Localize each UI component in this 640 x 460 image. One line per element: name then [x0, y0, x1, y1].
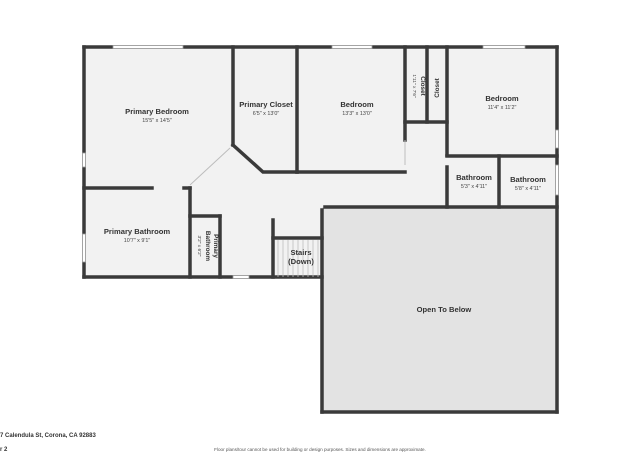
wall-closet-angled [230, 142, 299, 174]
primary-closet-label: Primary Closet [239, 100, 293, 109]
window-left-1 [82, 152, 86, 168]
primary-wc-label-1: Primary [212, 234, 219, 258]
bedroom-2-label: Bedroom [485, 94, 519, 103]
window-right-2 [555, 164, 559, 196]
primary-bathroom-label: Primary Bathroom [104, 227, 171, 236]
bathroom-1-label: Bathroom [456, 173, 492, 182]
stair-treads [277, 240, 319, 277]
window-bottom [232, 275, 250, 279]
floor-indicator: r 2 [0, 447, 8, 453]
upper-floor-area [84, 47, 557, 277]
primary-bedroom-label: Primary Bedroom [125, 107, 189, 116]
window-left-2 [82, 233, 86, 263]
closet-1-label: Closet [419, 76, 426, 96]
bathroom-2-label: Bathroom [510, 175, 546, 184]
disclaimer-text: Floor plans/tour cannot be used for buil… [214, 447, 426, 452]
bedroom-1-dims: 13'3" x 13'0" [342, 111, 372, 117]
window-right-1 [555, 129, 559, 149]
door-primary-bedroom [189, 147, 231, 186]
primary-closet-dims: 6'5" x 13'0" [253, 111, 280, 117]
primary-bathroom-dims: 10'7" x 9'1" [124, 238, 151, 244]
bedroom-2-dims: 11'4" x 11'2" [488, 105, 517, 111]
stairs-label-2: (Down) [288, 257, 314, 266]
windows [82, 45, 559, 279]
door-openings [189, 140, 406, 186]
open-to-below-label: Open To Below [417, 305, 472, 314]
closet-1-dims: 1'11" x 7'6" [411, 74, 417, 98]
open-to-below-area [322, 207, 557, 412]
primary-wc-label-2: Bathroom [204, 231, 211, 261]
closet-2-label: Closet [434, 77, 441, 97]
stairs-label-1: Stairs [290, 248, 311, 257]
primary-bedroom-dims: 15'5" x 14'5" [142, 118, 172, 124]
bathroom-2-dims: 5'8" x 4'11" [515, 186, 541, 192]
bathroom-1-dims: 5'3" x 4'11" [461, 184, 487, 190]
room-labels: Primary Bedroom 15'5" x 14'5" Primary Cl… [104, 74, 546, 314]
primary-wc-dims: 3'2" x 6'2" [196, 236, 202, 257]
window-primary-bedroom [112, 45, 184, 49]
window-bedroom [331, 45, 373, 49]
window-bedroom-2 [482, 45, 526, 49]
property-address: 7 Calendula St, Corona, CA 92883 [0, 433, 96, 439]
bedroom-1-label: Bedroom [340, 100, 374, 109]
floor-fills [84, 47, 557, 412]
